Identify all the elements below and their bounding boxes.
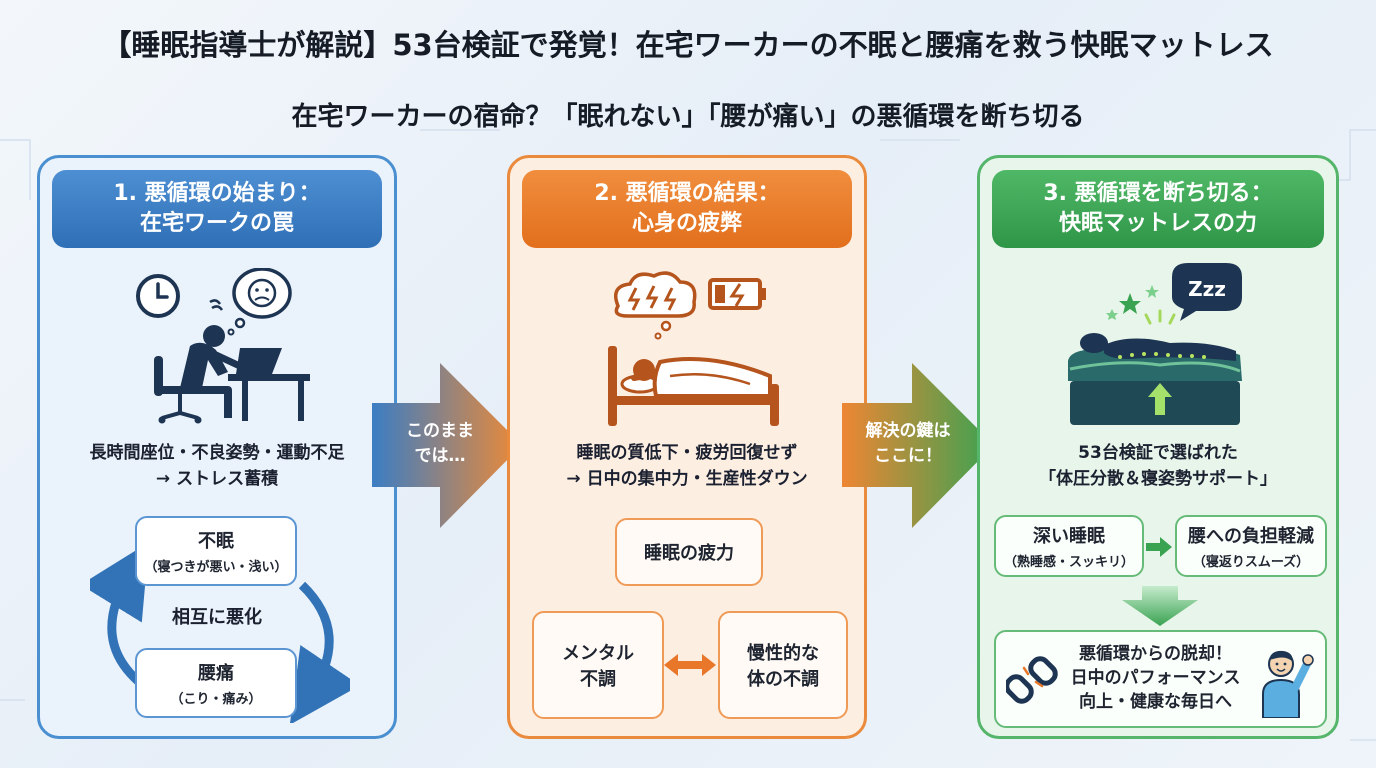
double-arrow-icon (664, 654, 716, 676)
panel1-description: 長時間座位・不良姿勢・運動不足 → ストレス蓄積 (40, 441, 394, 492)
arrow1-label: このまま では… (380, 419, 500, 468)
sleep-fatigue-label: 睡眠の疲力 (644, 543, 734, 564)
panel2-head-line2: 心身の疲弊 (631, 211, 742, 236)
arrow2-line2: ここに！ (874, 445, 942, 466)
panel-cycle-result-header: 2. 悪循環の結果： 心身の疲弊 (522, 170, 852, 248)
broken-chain-icon (1006, 656, 1058, 704)
panel1-head-line2: 在宅ワークの罠 (139, 211, 294, 236)
zzz-text: Zzz (1188, 277, 1226, 301)
result-box: 悪循環からの脱却！ 日中のパフォーマンス 向上・健康な毎日へ (994, 630, 1327, 728)
cheering-person-icon (1262, 650, 1314, 718)
mental-line1: メンタル (562, 643, 634, 664)
back-relief-label: 腰への負担軽減 (1188, 526, 1314, 547)
panel2-description: 睡眠の質低下・疲労回復せず → 日中の集中力・生産性ダウン (510, 441, 864, 492)
panel-cycle-result: 2. 悪循環の結果： 心身の疲弊 (507, 155, 867, 739)
subtitle: 在宅ワーカーの宿命？「眠れない」「腰が痛い」の悪循環を断ち切る (291, 102, 1085, 132)
arrow-to-solution: 解決の鍵は ここに！ (842, 363, 994, 528)
arrow-right-small-icon (1146, 537, 1172, 557)
panel-cycle-start: 1. 悪循環の始まり： 在宅ワークの罠 (37, 155, 397, 739)
deep-sleep-label: 深い睡眠 (1033, 526, 1105, 547)
result-line1: 悪循環からの脱却！ (1078, 644, 1232, 665)
panel3-head-line2: 快眠マットレスの力 (1058, 211, 1257, 236)
back-relief-box: 腰への負担軽減 （寝返りスムーズ） (1175, 515, 1327, 577)
deep-sleep-box: 深い睡眠 （熟睡感・スッキリ） (994, 515, 1144, 577)
backpain-box: 腰痛 （こり・痛み） (135, 648, 297, 718)
panel1-head-line1: 1. 悪循環の始まり： (113, 181, 321, 207)
sleep-fatigue-box: 睡眠の疲力 (615, 518, 763, 586)
panel2-text-line2: → 日中の集中力・生産性ダウン (566, 468, 808, 489)
back-relief-sub: （寝返りスムーズ） (1192, 555, 1310, 570)
arrow-right-icon (372, 363, 522, 528)
chronic-box: 慢性的な 体の不調 (718, 611, 848, 719)
arrow2-label: 解決の鍵は ここに！ (848, 419, 968, 468)
cycle-arrows-icon (90, 543, 350, 723)
mental-line2: 不調 (580, 669, 616, 690)
desk-worker-icon (136, 268, 310, 424)
result-line2: 日中のパフォーマンス (1070, 668, 1241, 689)
arrow1-line1: このまま (406, 421, 474, 441)
chronic-line2: 体の不調 (747, 669, 819, 690)
mattress-icon: Zzz (1068, 263, 1242, 425)
arrow2-line1: 解決の鍵は (865, 421, 951, 441)
backpain-label: 腰痛 (198, 663, 234, 684)
panel-break-cycle-header: 3. 悪循環を断ち切る： 快眠マットレスの力 (992, 170, 1324, 248)
panel1-text-line1: 長時間座位・不良姿勢・運動不足 (89, 443, 345, 463)
insomnia-sub: （寝つきが悪い・浅い） (144, 560, 288, 575)
panel1-text-line2: → ストレス蓄積 (155, 468, 279, 489)
result-text: 悪循環からの脱却！ 日中のパフォーマンス 向上・健康な毎日へ (1071, 643, 1241, 714)
arrow1-line2: では… (414, 445, 466, 466)
panel-cycle-start-header: 1. 悪循環の始まり： 在宅ワークの罠 (52, 170, 382, 248)
mental-box: メンタル 不調 (532, 611, 664, 719)
arrow-right-icon (842, 363, 994, 528)
backpain-sub: （こり・痛み） (170, 692, 262, 707)
main-title: 【睡眠指導士が解説】53台検証で発覚！在宅ワーカーの不眠と腰痛を救う快眠マットレ… (102, 28, 1274, 62)
cycle-label: 相互に悪化 (172, 607, 262, 628)
panel2-text-line1: 睡眠の質低下・疲労回復せず (576, 443, 798, 463)
panel3-description: 53台検証で選ばれた 「体圧分散＆寝姿勢サポート」 (980, 441, 1336, 492)
insomnia-label: 不眠 (198, 531, 234, 552)
panel-break-cycle: 3. 悪循環を断ち切る： 快眠マットレスの力 Zzz 53台検証で選ばれた (977, 155, 1339, 739)
tired-bed-icon (608, 271, 779, 426)
arrow-down-icon (1122, 586, 1198, 626)
arrow-to-result: このまま では… (372, 363, 522, 528)
panel3-head-line1: 3. 悪循環を断ち切る： (1043, 181, 1273, 207)
insomnia-box: 不眠 （寝つきが悪い・浅い） (135, 516, 297, 586)
deep-sleep-sub: （熟睡感・スッキリ） (1003, 555, 1134, 570)
panel3-text-line2: 「体圧分散＆寝姿勢サポート」 (1039, 468, 1277, 489)
panel3-text-line1: 53台検証で選ばれた (1078, 443, 1238, 463)
panel2-head-line1: 2. 悪循環の結果： (594, 181, 780, 207)
chronic-line1: 慢性的な (747, 643, 819, 664)
result-line3: 向上・健康な毎日へ (1078, 691, 1232, 712)
